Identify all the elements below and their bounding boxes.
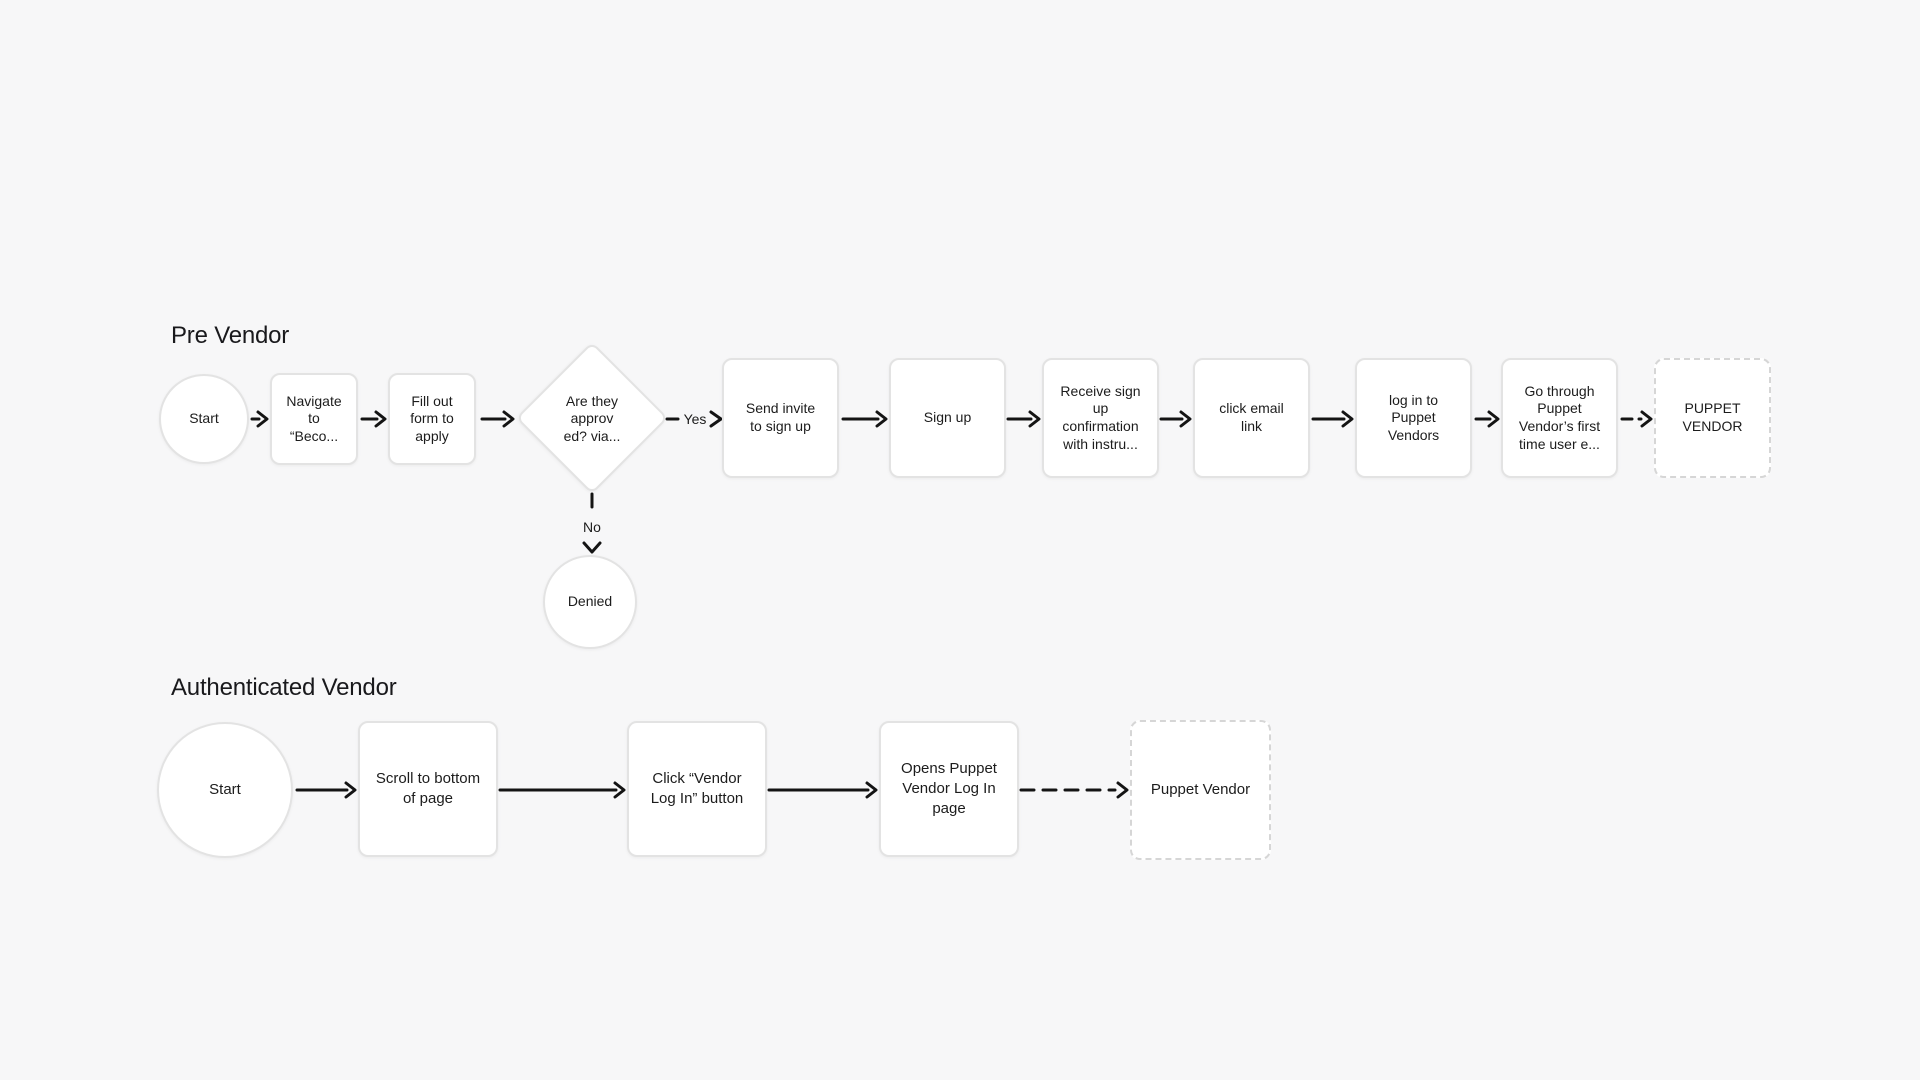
node-label: Start <box>189 410 219 427</box>
label-no: No <box>583 519 601 535</box>
node-label: Fill out form to apply <box>410 392 454 444</box>
connector-sign-up-to-receive <box>1006 410 1041 428</box>
node-log-in-puppet-vendors[interactable]: log in to Puppet Vendors <box>1355 358 1472 478</box>
node-navigate-to-become[interactable]: Navigate to “Beco... <box>270 373 358 465</box>
connector-decision-yes-to-send-invite <box>665 410 723 428</box>
node-label: Click “Vendor Log In” button <box>650 770 744 807</box>
node-scroll-to-bottom[interactable]: Scroll to bottom of page <box>358 721 498 857</box>
node-puppet-vendor-authenticated[interactable]: Puppet Vendor <box>1130 720 1271 860</box>
node-start-pre-vendor[interactable]: Start <box>159 374 249 464</box>
node-send-invite[interactable]: Send invite to sign up <box>722 358 839 478</box>
connector-click-login-to-opens-page <box>767 781 878 799</box>
node-fill-out-form[interactable]: Fill out form to apply <box>388 373 476 465</box>
node-label: Opens Puppet Vendor Log In page <box>901 760 997 817</box>
connector-scroll-to-click-login <box>498 781 626 799</box>
connector-navigate-to-fill-out <box>360 410 387 428</box>
node-label: Sign up <box>923 409 972 426</box>
connector-log-in-to-first-time <box>1474 410 1500 428</box>
node-puppet-vendor-pre[interactable]: PUPPET VENDOR <box>1654 358 1771 478</box>
decision-label: Are they approv ed? via... <box>535 392 649 446</box>
connector-send-invite-to-sign-up <box>841 410 888 428</box>
connector-start-to-scroll <box>295 781 357 799</box>
node-click-email-link[interactable]: click email link <box>1193 358 1310 478</box>
connector-first-time-to-puppet-vendor-dashed <box>1620 410 1653 428</box>
connector-fill-out-to-decision <box>480 410 515 428</box>
connector-decision-no-to-denied <box>582 492 602 554</box>
node-first-time-experience[interactable]: Go through Puppet Vendor’s first time us… <box>1501 358 1618 478</box>
node-click-vendor-login[interactable]: Click “Vendor Log In” button <box>627 721 767 857</box>
connector-opens-page-to-puppet-vendor-dashed <box>1019 781 1129 799</box>
node-label: PUPPET VENDOR <box>1682 400 1743 434</box>
node-receive-confirmation[interactable]: Receive sign up confirmation with instru… <box>1042 358 1159 478</box>
node-label: Scroll to bottom of page <box>375 770 481 807</box>
connector-receive-to-click-email <box>1159 410 1192 428</box>
node-label: Puppet Vendor <box>1150 781 1251 799</box>
node-label: log in to Puppet Vendors <box>1387 391 1440 443</box>
node-sign-up[interactable]: Sign up <box>889 358 1006 478</box>
connector-click-email-to-log-in <box>1311 410 1354 428</box>
node-label: click email link <box>1219 400 1284 434</box>
section-title-authenticated-vendor: Authenticated Vendor <box>171 674 397 701</box>
node-label: Are they approv ed? via... <box>563 392 621 444</box>
node-label: Navigate to “Beco... <box>286 392 342 444</box>
node-start-authenticated[interactable]: Start <box>157 722 293 858</box>
node-label: Receive sign up confirmation with instru… <box>1060 382 1141 452</box>
node-label: Send invite to sign up <box>745 400 816 434</box>
node-label: Start <box>209 781 241 799</box>
label-yes: Yes <box>683 411 707 427</box>
node-opens-login-page[interactable]: Opens Puppet Vendor Log In page <box>879 721 1019 857</box>
node-label: Denied <box>567 593 613 610</box>
section-title-pre-vendor: Pre Vendor <box>171 322 290 349</box>
node-label: Go through Puppet Vendor’s first time us… <box>1518 382 1601 452</box>
node-denied[interactable]: Denied <box>543 555 637 649</box>
connector-start-to-navigate <box>250 410 269 428</box>
